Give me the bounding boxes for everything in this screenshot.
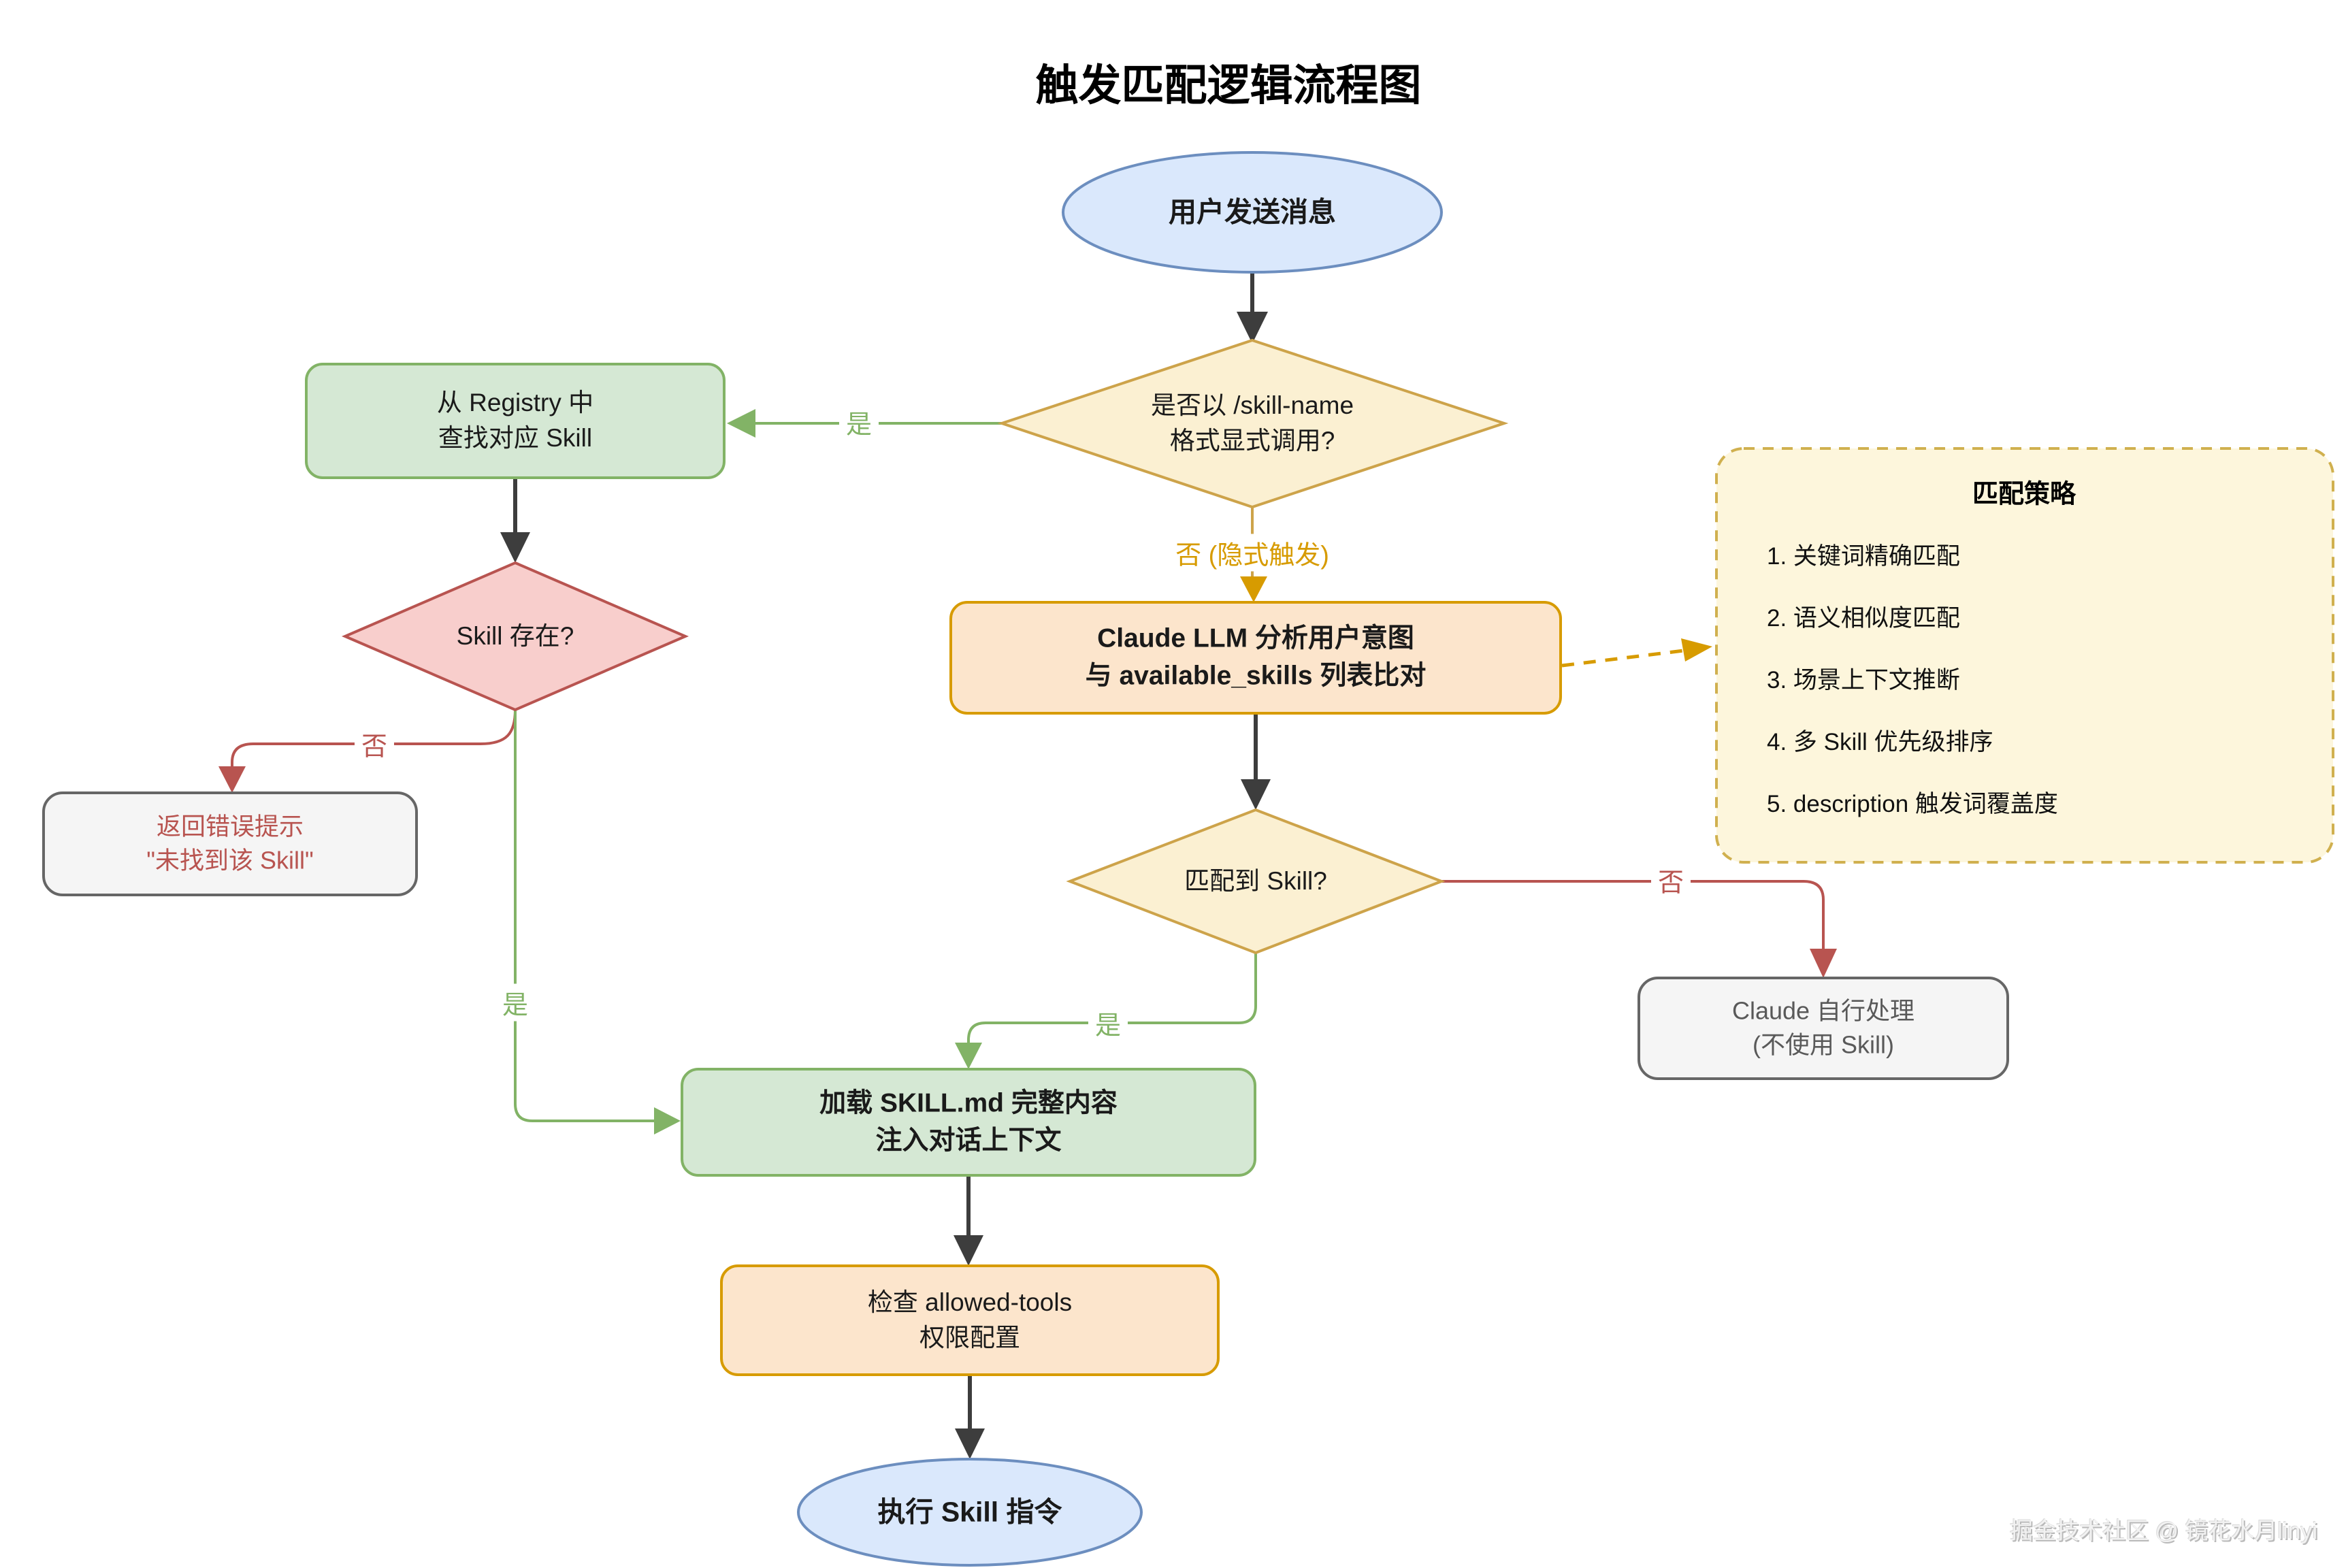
check-node-shape (720, 1264, 1220, 1376)
edge-start-to-explicit (1237, 272, 1268, 344)
load-node-label: 加载 SKILL.md 完整内容 注入对话上下文 (819, 1088, 1118, 1155)
strategy-item: 3. 场景上下文推断 (1767, 667, 1960, 693)
edge-exists-no (218, 709, 517, 793)
edge-exists-yes (514, 710, 681, 1134)
registry-node-shape (305, 363, 726, 479)
start-node-shape (1062, 151, 1443, 274)
decision-matched-shape (1066, 808, 1446, 955)
strategy-item: 2. 语义相似度匹配 (1767, 605, 1960, 632)
load-node-shape (681, 1068, 1256, 1177)
decision-exists-label: Skill 存在? (456, 622, 574, 651)
strategy-panel-title: 匹配策略 (1972, 480, 2076, 509)
error-node-label: 返回错误提示 "未找到该 Skill" (146, 812, 314, 875)
strategy-item-list: 1. 关键词精确匹配 2. 语义相似度匹配 3. 场景上下文推断 4. 多 Sk… (1767, 525, 2058, 835)
edge-label-matched-no: 否 (1650, 861, 1691, 899)
strategy-panel-shape (1715, 447, 2334, 864)
decision-explicit-shape (997, 338, 1509, 509)
registry-node-label: 从 Registry 中 查找对应 Skill (436, 389, 594, 452)
strategy-item: 5. description 触发词覆盖度 (1767, 791, 2058, 817)
decision-matched-label: 匹配到 Skill? (1184, 867, 1327, 896)
llm-node-shape (949, 601, 1562, 715)
llm-node-label: Claude LLM 分析用户意图 与 available_skills 列表比… (1085, 623, 1427, 690)
edge-label-exists-no: 否 (354, 725, 395, 763)
watermark: 掘金技术社区 @ 镜花水月linyi (2010, 1518, 2317, 1544)
edge-label-explicit-yes: 是 (838, 403, 879, 441)
edge-matched-no (1441, 880, 1837, 978)
decision-exists-shape (341, 561, 689, 712)
check-node-label: 检查 allowed-tools 权限配置 (867, 1288, 1073, 1352)
edge-llm-to-matched (1241, 713, 1271, 810)
fallback-node-label: Claude 自行处理 (不使用 Skill) (1731, 996, 1915, 1059)
page-title: 触发匹配逻辑流程图 (1035, 61, 1422, 110)
edge-check-to-exec (955, 1375, 985, 1459)
edge-label-explicit-no-implicit: 否 (隐式触发) (1169, 534, 1336, 572)
edge-label-exists-yes: 是 (495, 983, 536, 1022)
edge-llm-to-strategy-dashed (1561, 638, 1712, 668)
exec-node-label: 执行 Skill 指令 (877, 1496, 1062, 1528)
edge-label-matched-yes: 是 (1088, 1004, 1128, 1042)
error-node-shape (42, 791, 418, 896)
edge-load-to-check (954, 1175, 983, 1266)
edge-registry-to-exists (500, 478, 530, 563)
fallback-node-shape (1638, 977, 2009, 1080)
strategy-item: 1. 关键词精确匹配 (1767, 543, 1960, 570)
decision-explicit-label: 是否以 /skill-name 格式显式调用? (1150, 391, 1354, 455)
exec-node-shape (797, 1458, 1143, 1567)
strategy-item: 4. 多 Skill 优先级排序 (1767, 729, 1993, 755)
start-node-label: 用户发送消息 (1169, 196, 1336, 228)
